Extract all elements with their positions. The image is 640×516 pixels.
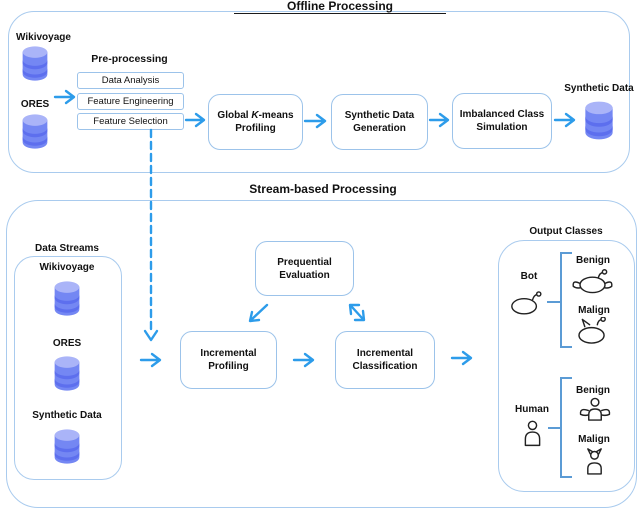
human-icon	[524, 420, 541, 447]
database-icon	[22, 46, 48, 81]
prequential-evaluation-box: Prequential Evaluation	[255, 241, 354, 296]
human-malign-label: Malign	[578, 434, 610, 445]
data-streams-title: Data Streams	[35, 243, 99, 254]
step-feature-engineering: Feature Engineering	[77, 93, 184, 110]
stream-synthetic-data-label: Synthetic Data	[32, 410, 102, 421]
step-feature-selection: Feature Selection	[77, 113, 184, 130]
database-icon	[585, 101, 613, 140]
bot-icon	[511, 291, 542, 315]
bot-malign-label: Malign	[578, 305, 610, 316]
database-icon	[54, 429, 80, 464]
database-icon	[54, 281, 80, 316]
malign-human-icon	[587, 448, 602, 475]
kmeans-text: Global	[217, 110, 252, 121]
database-icon	[54, 356, 80, 391]
ores-source-label: ORES	[20, 99, 50, 110]
imbalanced-class-simulation-box: Imbalanced Class Simulation	[452, 93, 552, 149]
synthetic-data-generation-box: Synthetic Data Generation	[331, 94, 428, 150]
malign-bot-icon	[578, 317, 606, 344]
stream-ores-label: ORES	[52, 338, 82, 349]
kmeans-line2: Profiling	[235, 123, 276, 134]
stream-title: Stream-based Processing	[249, 182, 397, 196]
kmeans-text2: -means	[258, 110, 294, 121]
benign-bot-icon	[572, 269, 613, 294]
kmeans-k: K	[251, 110, 259, 121]
database-icon	[22, 114, 48, 149]
stream-wikivoyage-label: Wikivoyage	[39, 262, 95, 273]
human-benign-label: Benign	[576, 385, 610, 396]
benign-human-icon	[579, 397, 611, 421]
wikivoyage-source-label: Wikivoyage	[16, 32, 71, 43]
output-classes-title: Output Classes	[529, 226, 603, 237]
incremental-profiling-box: Incremental Profiling	[180, 331, 277, 389]
bot-benign-label: Benign	[576, 255, 610, 266]
human-class-label: Human	[515, 404, 549, 415]
incremental-classification-box: Incremental Classification	[335, 331, 435, 389]
bot-class-label: Bot	[520, 271, 538, 282]
offline-title: Offline Processing	[234, 0, 446, 14]
synthetic-data-output-label: Synthetic Data	[564, 83, 634, 94]
preprocessing-title: Pre-processing	[91, 53, 168, 65]
step-data-analysis: Data Analysis	[77, 72, 184, 89]
